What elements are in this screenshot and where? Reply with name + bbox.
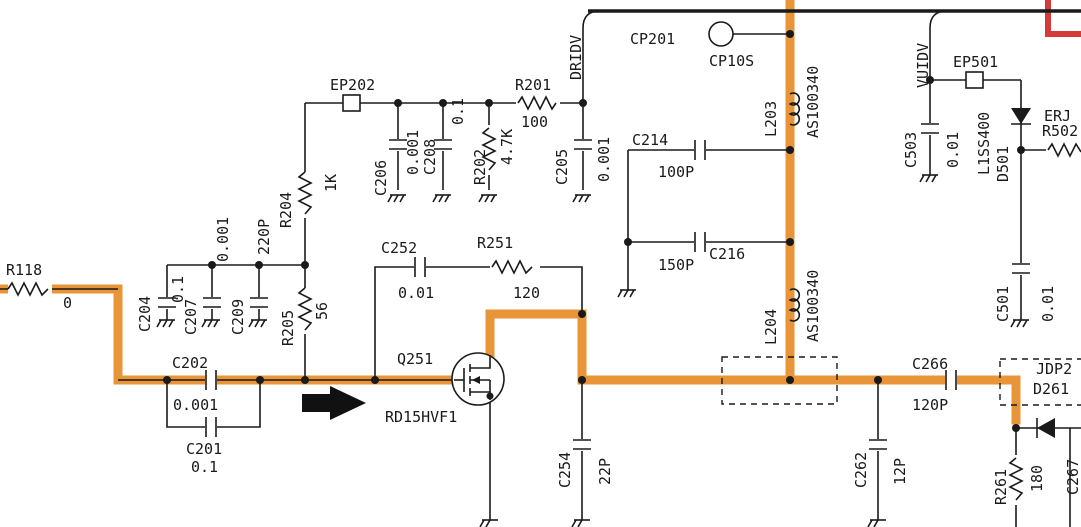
r201-body [517,95,557,111]
c202-value: 0.001 [173,396,218,414]
d501-body [1011,108,1031,124]
q251-part: RD15HVF1 [385,408,457,426]
d261-body [1037,418,1055,438]
d501-ref: D501 [994,146,1012,182]
c254-value: 22P [596,458,614,485]
junction-dots [163,30,1025,432]
r201-ref: R201 [515,76,551,94]
vertical-labels: DRIDV VUIDV C206 0.001 C208 0.1 R202 4.7… [136,35,1081,505]
cp201-body [708,21,734,47]
c501-ref: C501 [994,286,1012,322]
q251-ref: Q251 [397,350,433,368]
resistors [7,95,1081,505]
c205-ref: C205 [553,149,571,185]
c214-value: 100P [658,163,694,181]
l203-part: AS100340 [804,66,822,138]
c266-value: 120P [912,396,948,414]
ep202-ref: EP202 [330,76,375,94]
c209-ref: C209 [229,299,247,335]
c206-ref: C206 [372,160,390,196]
ep501-body [965,71,984,89]
signal-direction-arrow [302,386,366,420]
r261-body [1008,457,1024,501]
r202-ref: R202 [471,149,489,185]
jdp-ref: JDP2 [1036,360,1072,378]
d501-part: L1SS400 [975,112,993,175]
power-rail-highlight [1045,0,1081,37]
c201-value: 0.1 [191,458,218,476]
r118-ref: R118 [6,261,42,279]
r118-value: 0 [63,294,72,312]
c252-value: 0.01 [398,284,434,302]
inductors [788,92,801,322]
c216-ref: C216 [709,245,745,263]
c266-ref: C266 [912,355,948,373]
c205-value: 0.001 [595,137,613,182]
r251-value: 120 [513,284,540,302]
l204-ref: L204 [762,309,780,345]
c208-ref: C208 [421,139,439,175]
wires [0,9,1081,527]
r261-value: 180 [1028,465,1046,492]
c202-ref: C202 [172,354,208,372]
cp201-part: CP10S [709,52,754,70]
r118-body [7,281,49,297]
c206-value: 0.001 [404,130,422,175]
r205-value: 56 [313,302,331,320]
erj-ref: ERJ [1044,107,1071,125]
c204-ref: C204 [136,296,154,332]
r201-value: 100 [521,113,548,131]
dridv-net: DRIDV [567,35,585,80]
c207-ref: C207 [182,299,200,335]
ep202-body [342,94,361,112]
r502-body [1047,142,1081,158]
r205-body [297,287,313,331]
r261-ref: R261 [992,469,1010,505]
r204-value: 1K [322,174,340,192]
d261-ref: D261 [1033,380,1069,398]
r202-value: 4.7K [498,129,516,165]
c503-ref: C503 [902,132,920,168]
c204-value: 0.1 [169,276,187,303]
cp201-ref: CP201 [630,30,675,48]
c501-value: 0.01 [1039,286,1057,322]
c214-ref: C214 [632,131,668,149]
ground-symbols [156,174,1029,527]
r202-body [481,127,497,171]
r204-ref: R204 [277,192,295,228]
jdp-box [999,358,1081,406]
c262-value: 12P [891,458,909,485]
c252-ref: C252 [381,239,417,257]
ep501-ref: EP501 [953,53,998,71]
rf-path-highlight [0,0,1021,425]
c209-value: 220P [255,219,273,255]
r502-ref: R502 [1042,122,1078,140]
l203-ref: L203 [762,101,780,137]
l204-part: AS100340 [804,270,822,342]
r205-ref: R205 [279,310,297,346]
c262-ref: C262 [852,452,870,488]
capacitors [157,123,1031,451]
vuidv-net: VUIDV [914,43,932,88]
c216-value: 150P [658,256,694,274]
r251-body [491,259,533,275]
r204-body [297,171,313,215]
c254-ref: C254 [556,452,574,488]
c503-value: 0.01 [944,132,962,168]
jumper-pad-box [721,356,838,405]
c208-value: 0.1 [449,98,467,125]
c207-value: 0.001 [214,217,232,262]
labels: R118 0 EP202 R201 100 C202 0.001 C201 0.… [6,30,1078,476]
q251-mosfet [451,352,505,406]
c201-ref: C201 [186,440,222,458]
c267-ref: C267 [1064,459,1081,495]
r251-ref: R251 [477,234,513,252]
